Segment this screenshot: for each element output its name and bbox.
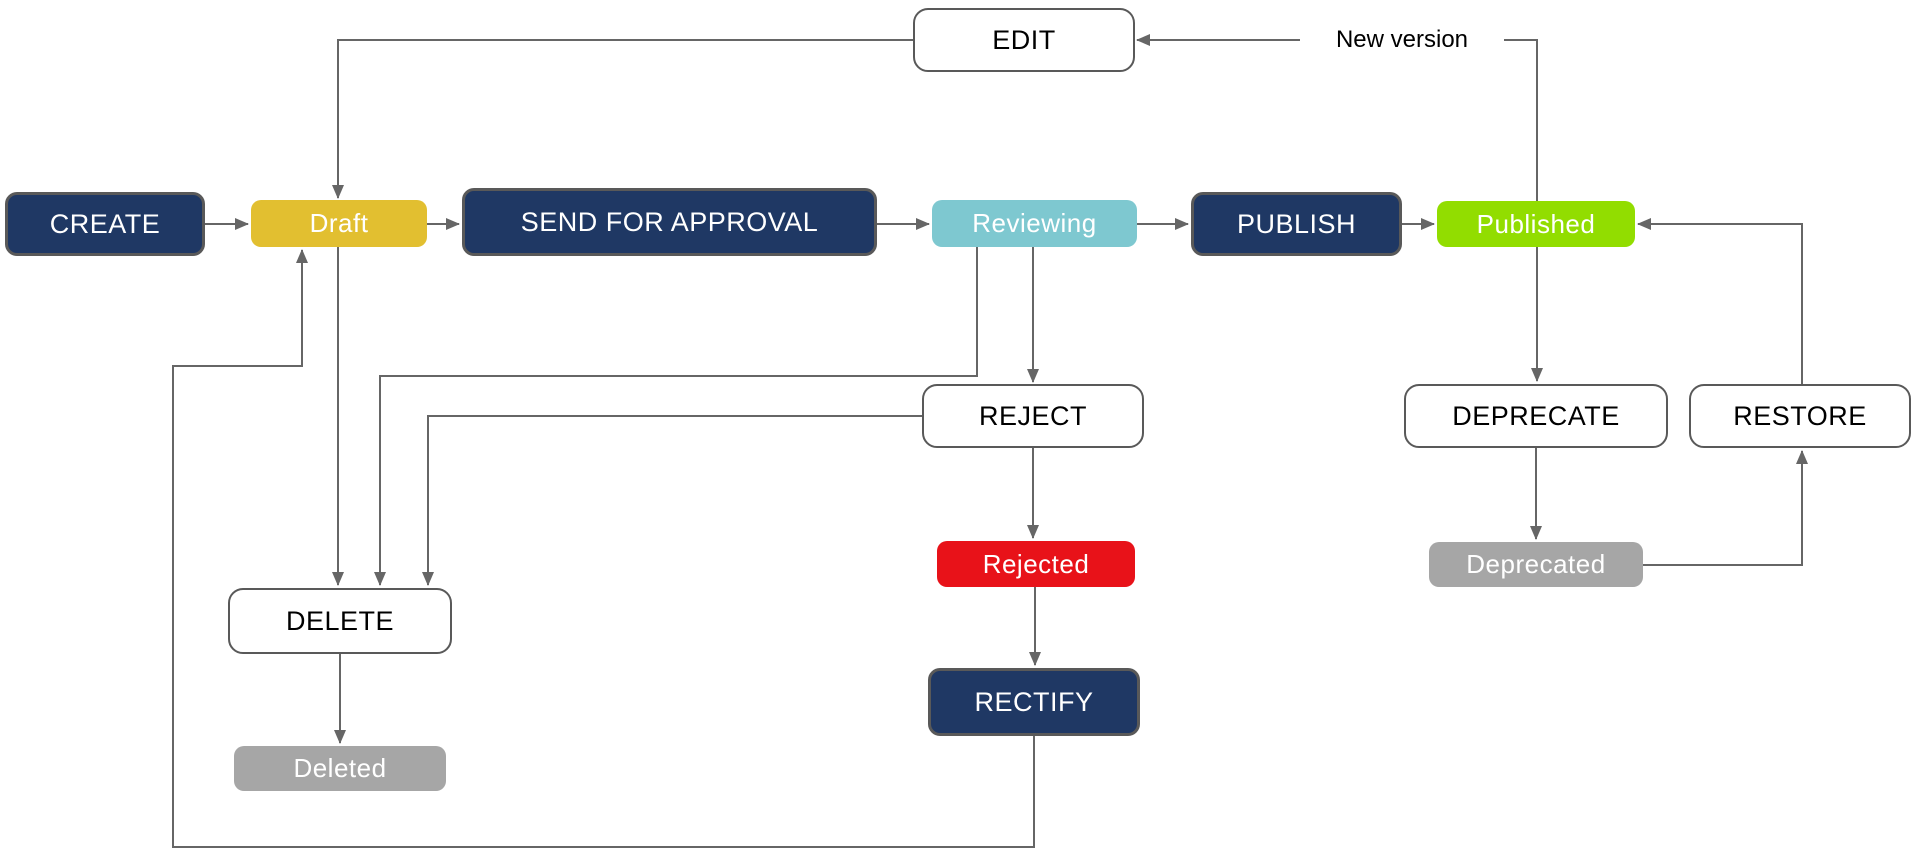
- node-reject-label: REJECT: [978, 400, 1087, 431]
- node-published-label: Published: [1476, 208, 1596, 239]
- node-deprecate[interactable]: DEPRECATE: [1404, 384, 1668, 448]
- edge-published-edit-newversion: [1136, 34, 1538, 201]
- edge-restore-published: [1637, 218, 1803, 384]
- node-deprecate-label: DEPRECATE: [1452, 400, 1620, 431]
- node-edit[interactable]: EDIT: [913, 8, 1135, 72]
- node-delete-label: DELETE: [285, 605, 395, 636]
- node-reject[interactable]: REJECT: [922, 384, 1144, 448]
- node-rectify[interactable]: RECTIFY: [928, 668, 1140, 736]
- node-deprecated[interactable]: Deprecated: [1429, 542, 1643, 587]
- node-delete[interactable]: DELETE: [228, 588, 452, 654]
- node-create-label: CREATE: [49, 208, 161, 239]
- node-published[interactable]: Published: [1437, 201, 1635, 247]
- node-send-for-approval-label: SEND FOR APPROVAL: [520, 206, 819, 237]
- edge-edit-draft: [332, 39, 913, 199]
- node-rejected-label: Rejected: [982, 548, 1090, 579]
- node-publish[interactable]: PUBLISH: [1191, 192, 1402, 256]
- node-restore-label: RESTORE: [1733, 400, 1867, 431]
- node-send-for-approval[interactable]: SEND FOR APPROVAL: [462, 188, 877, 256]
- node-publish-label: PUBLISH: [1236, 208, 1357, 239]
- node-reviewing-label: Reviewing: [972, 208, 1097, 238]
- node-draft[interactable]: Draft: [251, 200, 427, 247]
- edge-label-new-version: New version: [1300, 24, 1504, 56]
- node-reviewing[interactable]: Reviewing: [932, 200, 1137, 247]
- node-deprecated-label: Deprecated: [1466, 549, 1606, 579]
- node-draft-label: Draft: [309, 208, 369, 238]
- node-rejected[interactable]: Rejected: [937, 541, 1135, 587]
- node-rectify-label: RECTIFY: [974, 686, 1094, 717]
- node-edit-label: EDIT: [992, 24, 1056, 55]
- edge-reviewing-delete: [374, 247, 978, 586]
- edge-rectify-draft-loop: [172, 249, 1035, 848]
- edge-reject-delete: [422, 415, 922, 586]
- edge-label-new-version-text: New version: [1335, 26, 1469, 53]
- node-restore[interactable]: RESTORE: [1689, 384, 1911, 448]
- edge-deprecated-restore: [1643, 450, 1808, 566]
- node-deleted[interactable]: Deleted: [234, 746, 446, 791]
- node-deleted-label: Deleted: [293, 753, 387, 783]
- node-create[interactable]: CREATE: [5, 192, 205, 256]
